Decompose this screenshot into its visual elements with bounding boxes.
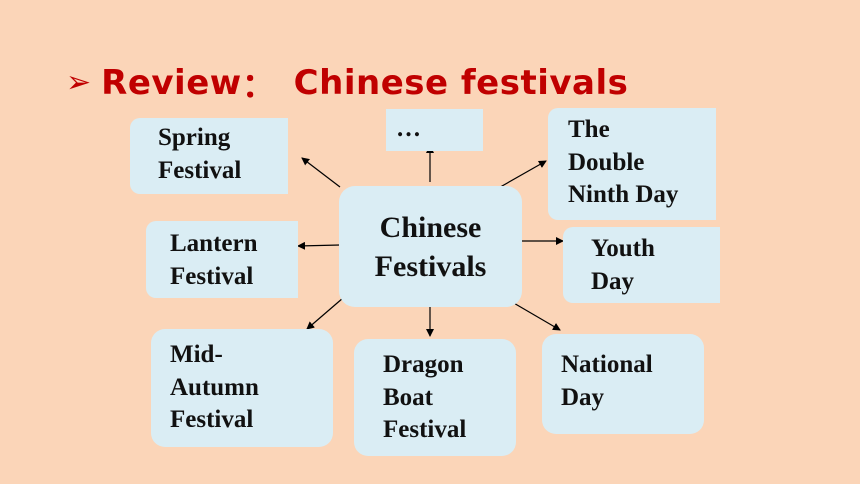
node-line: Boat — [383, 383, 433, 411]
node-line: The — [568, 116, 610, 143]
arrow-bullet-icon: ➢ — [66, 64, 92, 100]
node-spring-festival: Spring Festival — [130, 118, 288, 194]
node-line: Dragon — [383, 351, 464, 378]
title-colon: ： — [241, 66, 276, 106]
node-mid-autumn-festival: Mid- Autumn Festival — [151, 329, 333, 447]
slide-title: ➢ Review ： Chinese festivals — [66, 58, 628, 107]
arrow-to-national — [511, 301, 561, 331]
arrow-to-spring — [301, 157, 341, 188]
node-line: Autumn — [170, 373, 259, 401]
node-national-day: National Day — [542, 334, 704, 434]
node-line: Festival — [170, 262, 254, 290]
node-line: Mid- — [170, 341, 223, 368]
node-line: … — [396, 115, 421, 142]
node-line: Festival — [158, 156, 242, 184]
node-youth-day: Youth Day — [563, 227, 720, 303]
node-line: Double — [568, 148, 645, 176]
node-line: Spring — [158, 124, 231, 151]
node-line: Ninth Day — [568, 181, 679, 208]
node-line: Lantern — [170, 230, 258, 257]
center-line-1: Chinese — [379, 210, 482, 244]
node-dragon-boat-festival: Dragon Boat Festival — [354, 339, 516, 456]
node-line: Festival — [170, 406, 254, 433]
arrow-to-mid-autumn — [306, 297, 344, 330]
node-line: Festival — [383, 416, 467, 443]
node-double-ninth-day: The Double Ninth Day — [548, 108, 716, 220]
node-line: National — [561, 351, 653, 378]
node-line: Day — [561, 383, 605, 411]
center-line-2: Festivals — [374, 249, 487, 283]
title-topic: Chinese festivals — [293, 62, 629, 103]
node-ellipsis: … — [386, 109, 483, 151]
center-node: Chinese Festivals — [339, 186, 522, 307]
node-line: Day — [591, 267, 635, 295]
node-line: Youth — [591, 235, 655, 262]
title-label: Review — [101, 62, 242, 103]
node-lantern-festival: Lantern Festival — [146, 221, 298, 298]
arrow-to-lantern — [297, 241, 341, 250]
arrow-to-double-ninth — [494, 160, 547, 191]
